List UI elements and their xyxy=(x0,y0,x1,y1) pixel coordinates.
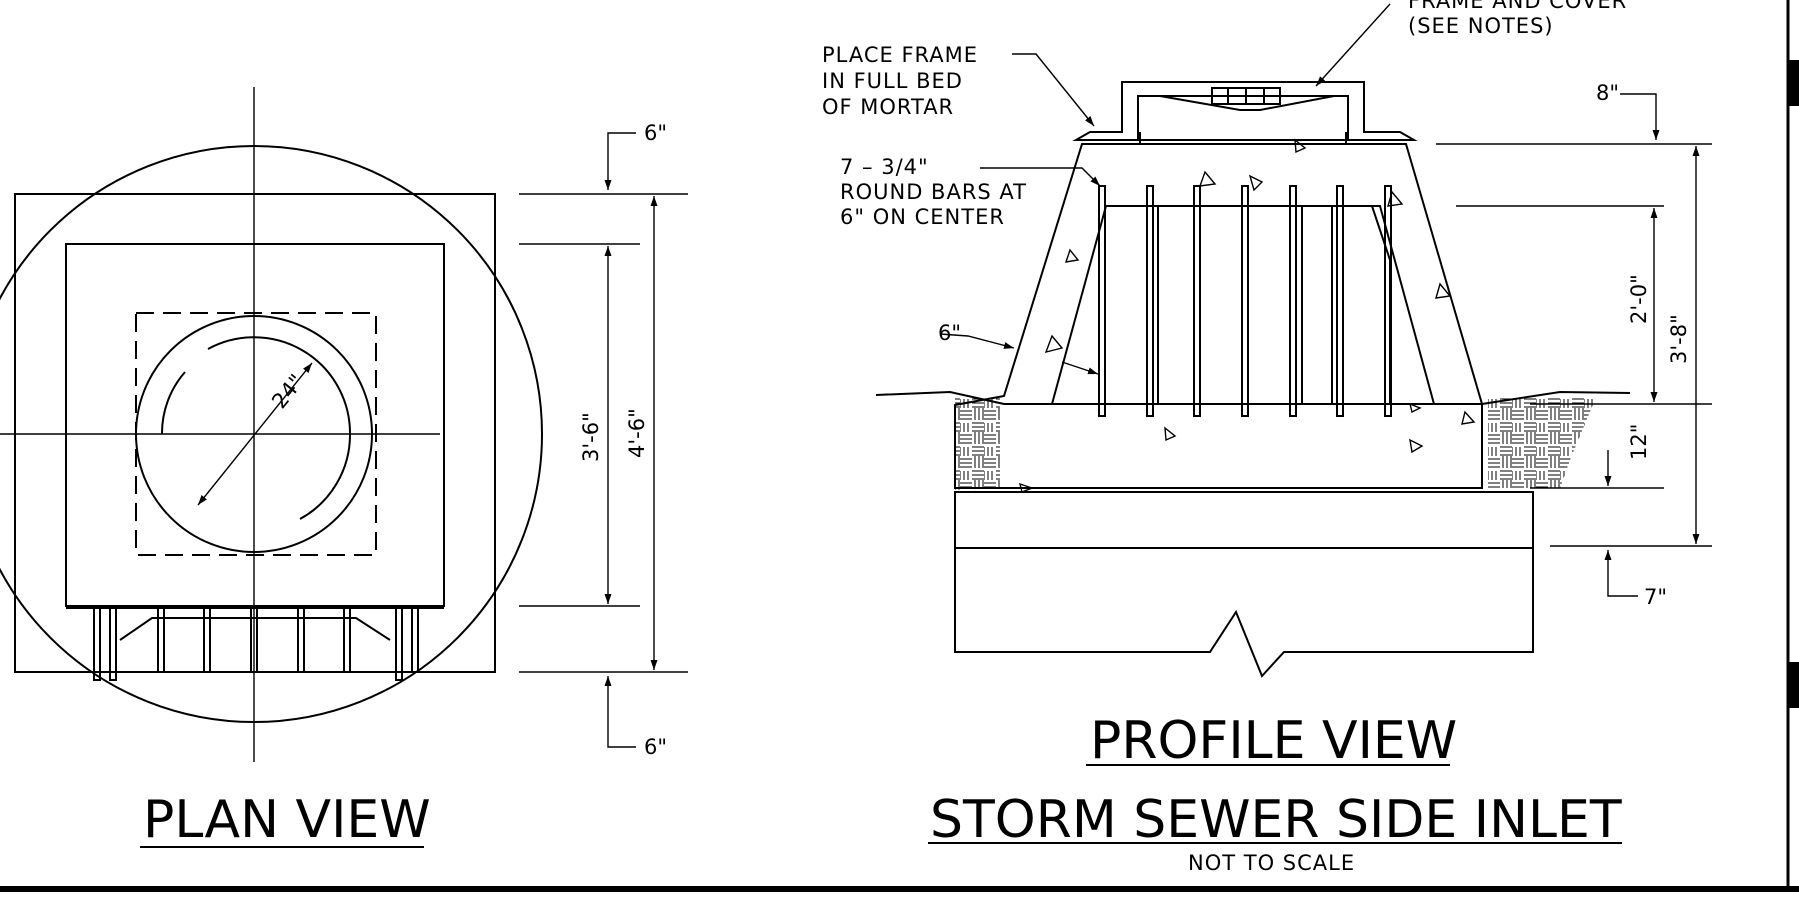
sheet-border-tick-bottom xyxy=(1788,662,1799,708)
plan-view: 24" 3'-6" 4'-6" 6" 6" xyxy=(0,87,688,850)
ground-line-right xyxy=(1481,390,1631,405)
pipe-base xyxy=(954,491,1534,678)
plan-inner-arc-top xyxy=(207,336,352,520)
note-bars-line1: 7 – 3/4" xyxy=(840,155,929,179)
earth-hatch-left xyxy=(895,396,1000,490)
leader-mortar xyxy=(1012,53,1095,127)
plan-view-title: PLAN VIEW xyxy=(143,790,431,850)
profile-view: 6" FRAME AND COVER (SEE NOTES) PLACE FRA… xyxy=(822,0,1712,771)
concrete-body xyxy=(954,143,1483,489)
plan-diameter-line xyxy=(197,362,313,506)
profile-dim-wall-label: 6" xyxy=(938,321,961,345)
profile-dim-bottom-label: 7" xyxy=(1644,585,1667,609)
plan-bars xyxy=(66,607,444,681)
note-bars-line3: 6" ON CENTER xyxy=(840,205,1005,229)
note-frame-cover-line1: FRAME AND COVER xyxy=(1408,0,1627,13)
plan-inner-arc-upper xyxy=(160,371,186,435)
profile-dim-height-label: 2'-0" xyxy=(1627,274,1651,324)
plan-dim-top-label: 6" xyxy=(644,121,667,145)
sheet-border-tick-top xyxy=(1788,60,1799,106)
profile-dim-total-label: 3'-8" xyxy=(1667,314,1691,364)
plan-dim-outer-label: 4'-6" xyxy=(625,408,649,458)
note-mortar-line2: IN FULL BED xyxy=(822,69,963,93)
profile-dim-slab-label: 12" xyxy=(1627,424,1651,460)
note-mortar-line1: PLACE FRAME xyxy=(822,43,978,67)
plan-opening-circle xyxy=(135,315,373,553)
note-mortar-line3: OF MORTAR xyxy=(822,95,954,119)
profile-view-title: PROFILE VIEW xyxy=(1090,711,1457,771)
note-frame-cover-line2: (SEE NOTES) xyxy=(1408,14,1554,38)
plan-inner-square xyxy=(65,243,445,607)
scale-note: NOT TO SCALE xyxy=(1188,851,1355,875)
note-bars-line2: ROUND BARS AT xyxy=(840,180,1027,204)
profile-dim-top-label: 8" xyxy=(1596,81,1619,105)
plan-diameter-label: 24" xyxy=(267,370,309,413)
plan-dim-bottom-label: 6" xyxy=(644,735,667,759)
leader-frame-cover xyxy=(1315,3,1391,87)
main-title: STORM SEWER SIDE INLET xyxy=(930,790,1622,850)
plan-dim-inner-label: 3'-6" xyxy=(579,412,603,462)
round-bars xyxy=(1098,185,1392,417)
frame-and-cover xyxy=(1072,81,1418,145)
leader-bars xyxy=(980,167,1101,187)
earth-hatch-right xyxy=(1488,397,1596,488)
